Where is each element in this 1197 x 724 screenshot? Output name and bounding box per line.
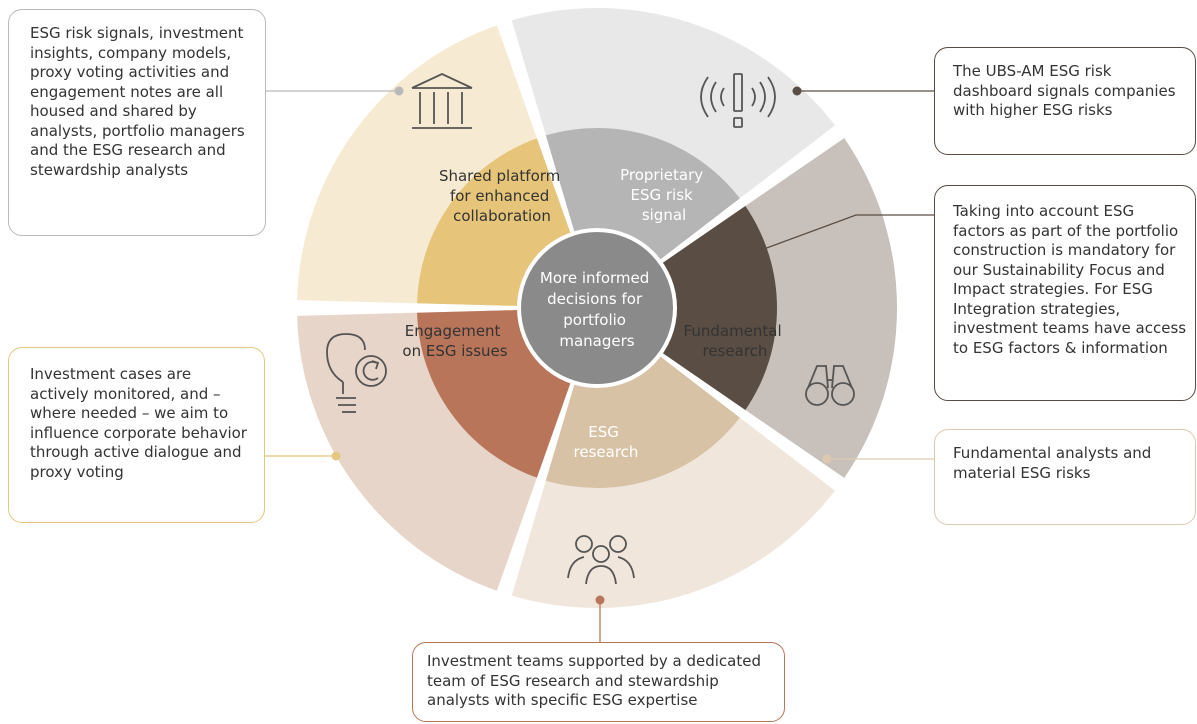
label-shared-platform: Shared platform for enhanced collaborati…: [439, 167, 565, 225]
callout-fundamental-research: Fundamental analysts and material ESG ri…: [934, 429, 1196, 525]
people-group-icon: [567, 535, 635, 585]
connector-dot-research: [595, 595, 605, 605]
label-fundamental-research: Fundamental research: [684, 322, 787, 360]
center-circle: [517, 228, 677, 388]
center-label-line: decisions for: [547, 290, 643, 308]
label-engagement: Engagement on ESG issues: [402, 322, 507, 360]
label-line: research: [703, 342, 768, 360]
label-line: for enhanced: [450, 187, 549, 205]
connector-dot-signal: [792, 86, 802, 96]
callout-text: ESG risk signals, investment insights, c…: [30, 24, 245, 179]
callout-esg-risk-signal: The UBS-AM ESG risk dashboard signals co…: [934, 47, 1196, 155]
callout-text: Investment teams supported by a dedicate…: [427, 652, 761, 709]
binoculars-icon: [805, 365, 855, 406]
label-line: Engagement: [405, 322, 501, 340]
callout-esg-research: Investment teams supported by a dedicate…: [412, 642, 785, 722]
callout-engagement: Investment cases are actively monitored,…: [8, 347, 265, 523]
callout-text: Investment cases are actively monitored,…: [30, 365, 247, 481]
label-line: research: [574, 443, 639, 461]
center-label-line: portfolio: [563, 311, 626, 329]
callout-text: Taking into account ESG factors as part …: [953, 202, 1187, 357]
connector-dot-fundamental: [822, 454, 832, 464]
label-esg-research: ESG research: [574, 423, 639, 461]
label-line: on ESG issues: [402, 342, 507, 360]
callout-text: The UBS-AM ESG risk dashboard signals co…: [953, 62, 1176, 119]
center-label: More informed decisions for portfolio ma…: [540, 269, 654, 350]
connector-dot-engagement: [331, 451, 341, 461]
label-line: signal: [642, 206, 686, 224]
label-line: ESG risk: [630, 186, 693, 204]
label-line: Fundamental: [684, 322, 782, 340]
label-line: collaboration: [453, 207, 551, 225]
lightbulb-refresh-icon: [326, 333, 387, 413]
callout-text: Fundamental analysts and material ESG ri…: [953, 444, 1152, 482]
bank-building-icon: [411, 73, 473, 129]
label-line: Proprietary: [620, 166, 703, 184]
callout-shared-platform: ESG risk signals, investment insights, c…: [8, 9, 266, 236]
signal-alert-icon: [700, 73, 776, 128]
segment-inner-esg-risk-signal: [657, 206, 777, 410]
label-esg-risk-signal: Proprietary ESG risk signal: [620, 166, 708, 224]
center-label-line: More informed: [540, 269, 649, 287]
label-line: Shared platform: [439, 167, 560, 185]
center-label-line: managers: [559, 332, 634, 350]
connector-dot-shared: [394, 86, 404, 96]
segment-outer-esg-risk-signal: [657, 138, 897, 478]
connector-portfolio: [671, 214, 934, 284]
connector-lines: [265, 86, 934, 642]
callout-portfolio-construction: Taking into account ESG factors as part …: [934, 185, 1196, 401]
label-line: ESG: [588, 423, 619, 441]
